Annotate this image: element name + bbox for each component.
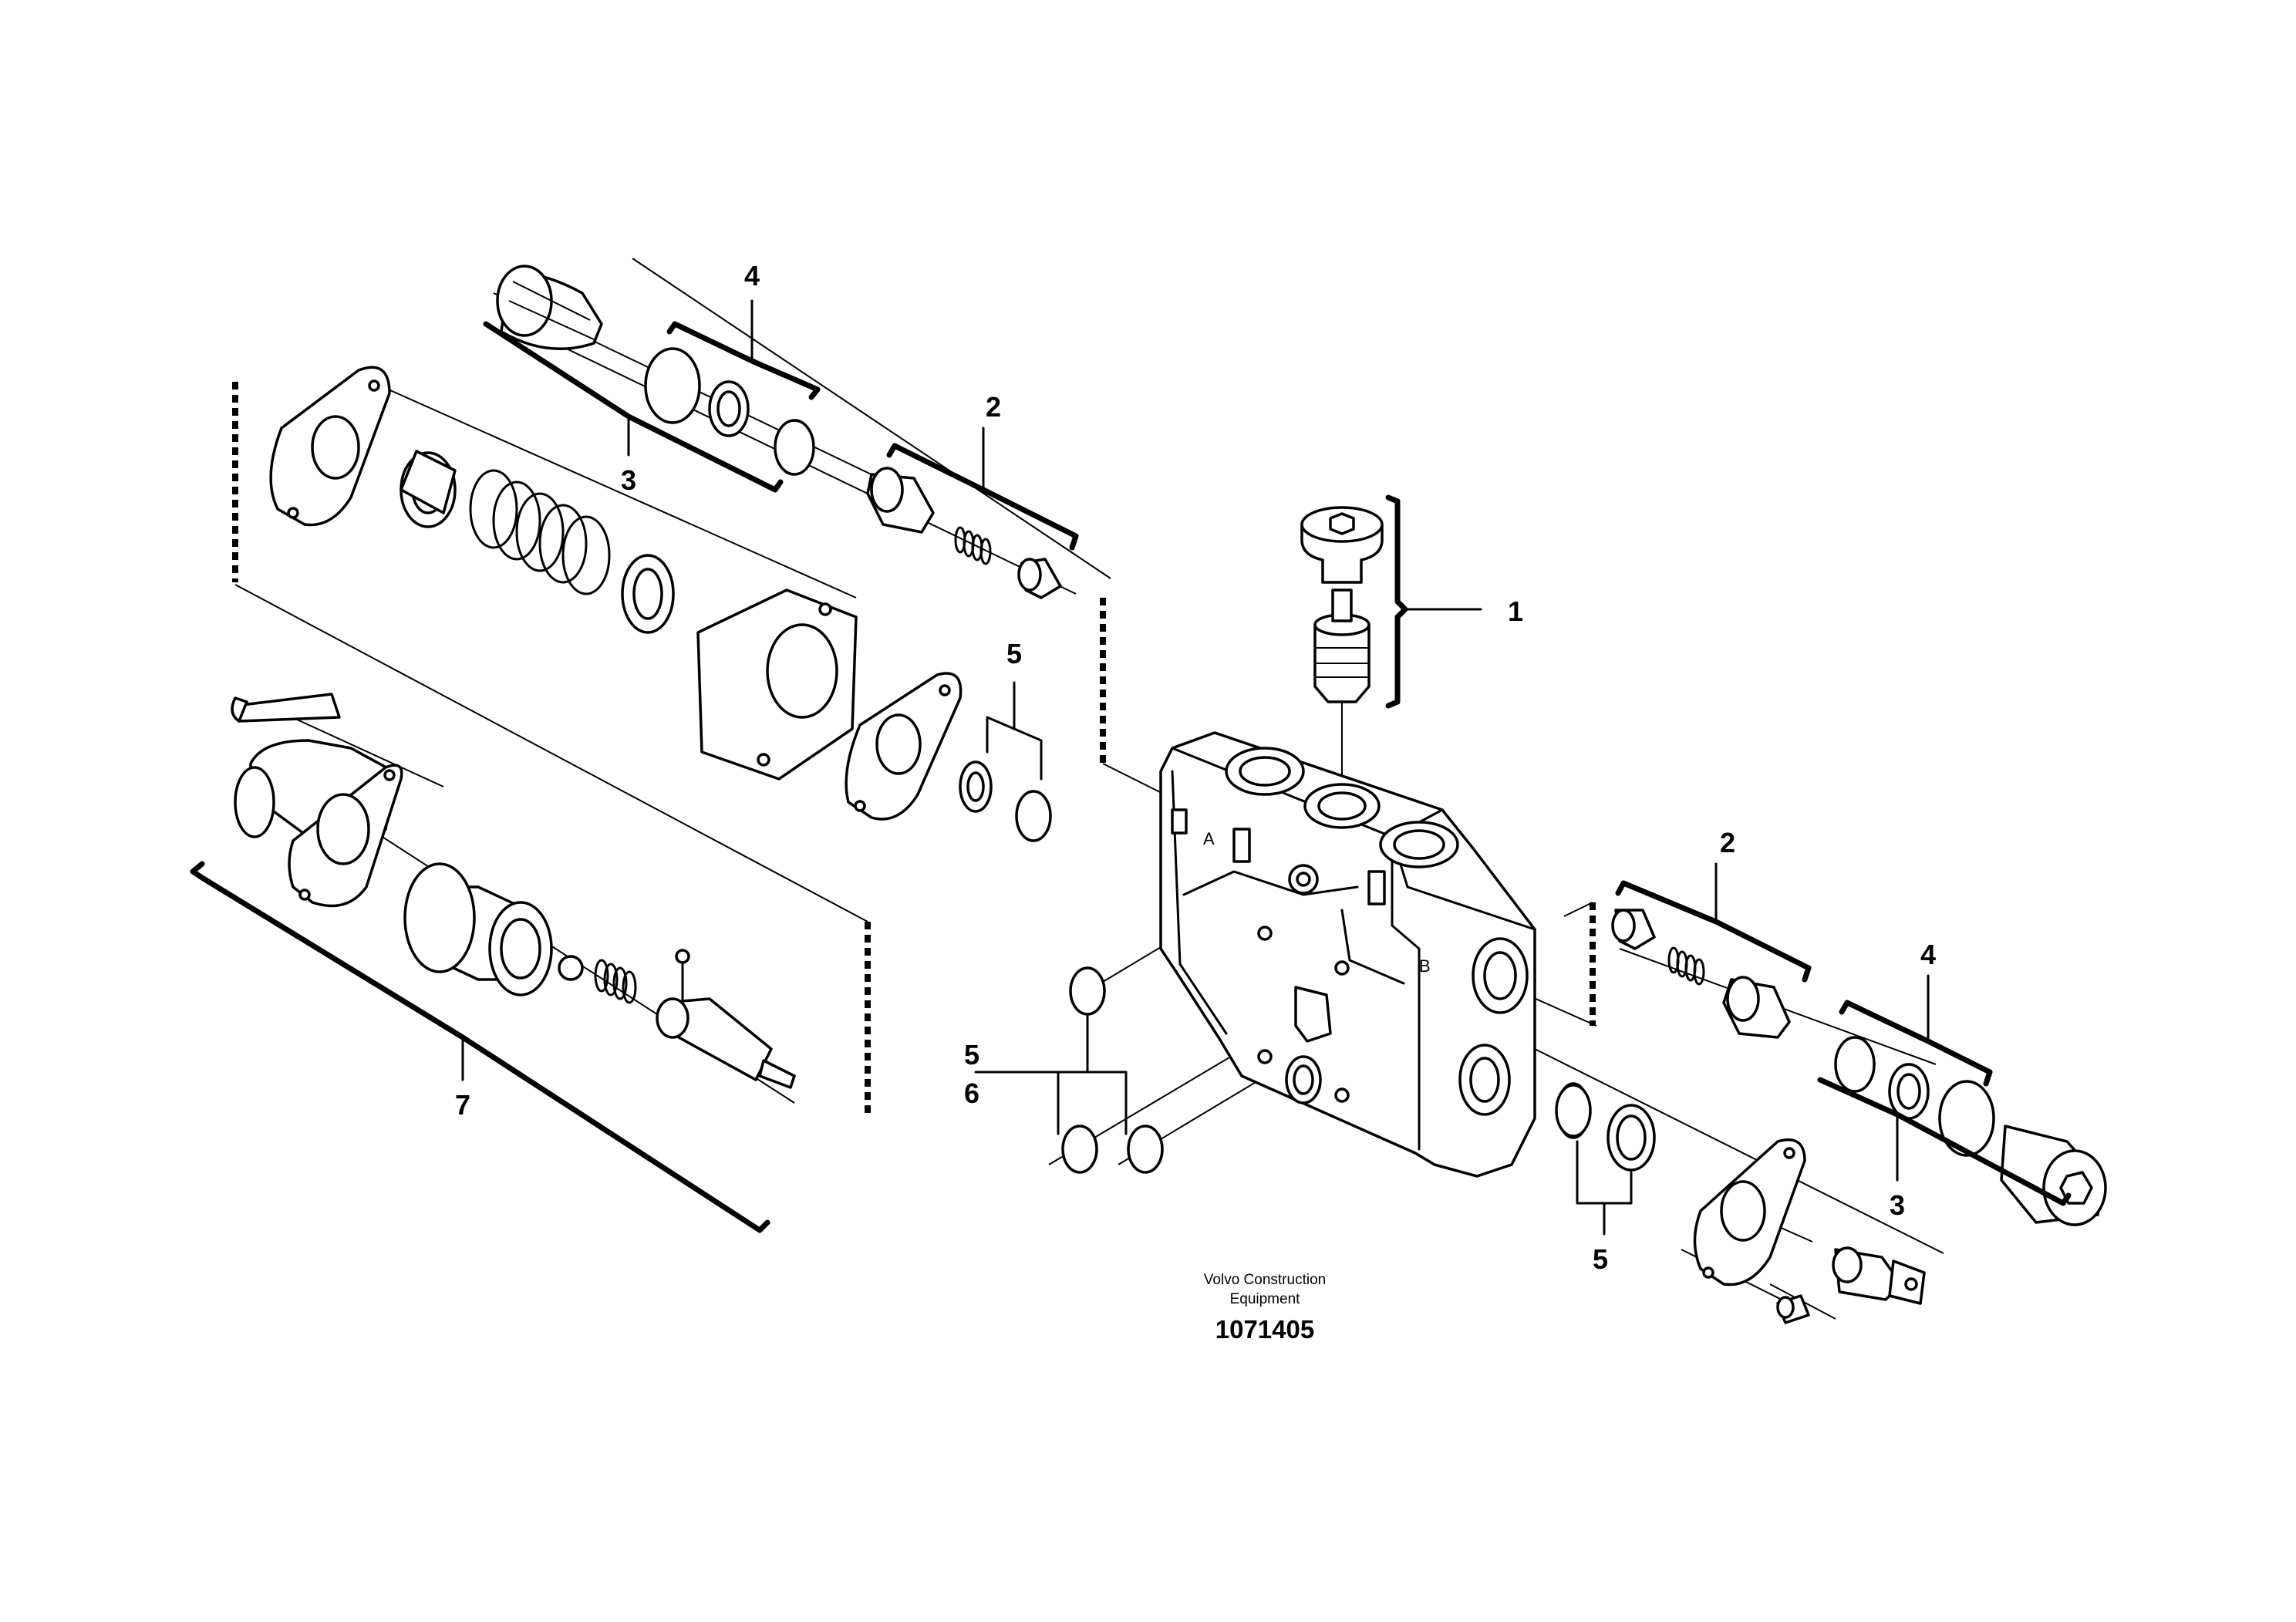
- spring-cap-assembly: [269, 366, 963, 821]
- callout-2-right: 2: [1720, 827, 1735, 858]
- valve-housing: A B: [1159, 731, 1536, 1178]
- callout-numbers: 1 2 2 3 3 4 4 5 5 6 5 7: [455, 260, 1936, 1275]
- relief-valve-upper: [496, 265, 1062, 599]
- callout-1: 1: [1508, 595, 1523, 627]
- small-spring: [594, 959, 637, 1004]
- relief-valve-right: [1611, 909, 2107, 1226]
- drawing-caption: Volvo Construction Equipment 1071405: [1204, 1272, 1326, 1344]
- callout-7: 7: [455, 1089, 470, 1121]
- compression-spring: [469, 469, 611, 595]
- port-b-marking: B: [1419, 956, 1431, 976]
- caption-line-1: Volvo Construction: [1204, 1272, 1326, 1288]
- hex-socket-icon: [1329, 512, 1355, 535]
- callout-2-top: 2: [986, 391, 1001, 423]
- hydraulic-actuator-assembly: [231, 693, 796, 1089]
- callout-4-right: 4: [1920, 939, 1936, 970]
- poppet-spring-right: [1667, 946, 1705, 986]
- caption-line-2: Equipment: [1230, 1291, 1301, 1307]
- callout-5-upper: 5: [1006, 638, 1022, 669]
- callout-5-left: 5: [964, 1039, 979, 1071]
- centerlines: [258, 258, 1944, 1320]
- callout-brackets: [190, 299, 2072, 1236]
- plug-assembly: [1300, 506, 1384, 703]
- document-number: 1071405: [1215, 1315, 1314, 1344]
- port-a-marking: A: [1203, 829, 1215, 848]
- callout-3-top: 3: [621, 464, 636, 496]
- dashed-assembly-lines: [232, 382, 1596, 1118]
- callout-5-lower: 5: [1593, 1243, 1608, 1275]
- poppet-spring: [954, 526, 992, 565]
- callout-4-top: 4: [744, 260, 760, 292]
- o-rings: [959, 760, 1592, 1174]
- callout-3-right: 3: [1890, 1189, 1905, 1221]
- callout-6-left: 6: [964, 1077, 979, 1109]
